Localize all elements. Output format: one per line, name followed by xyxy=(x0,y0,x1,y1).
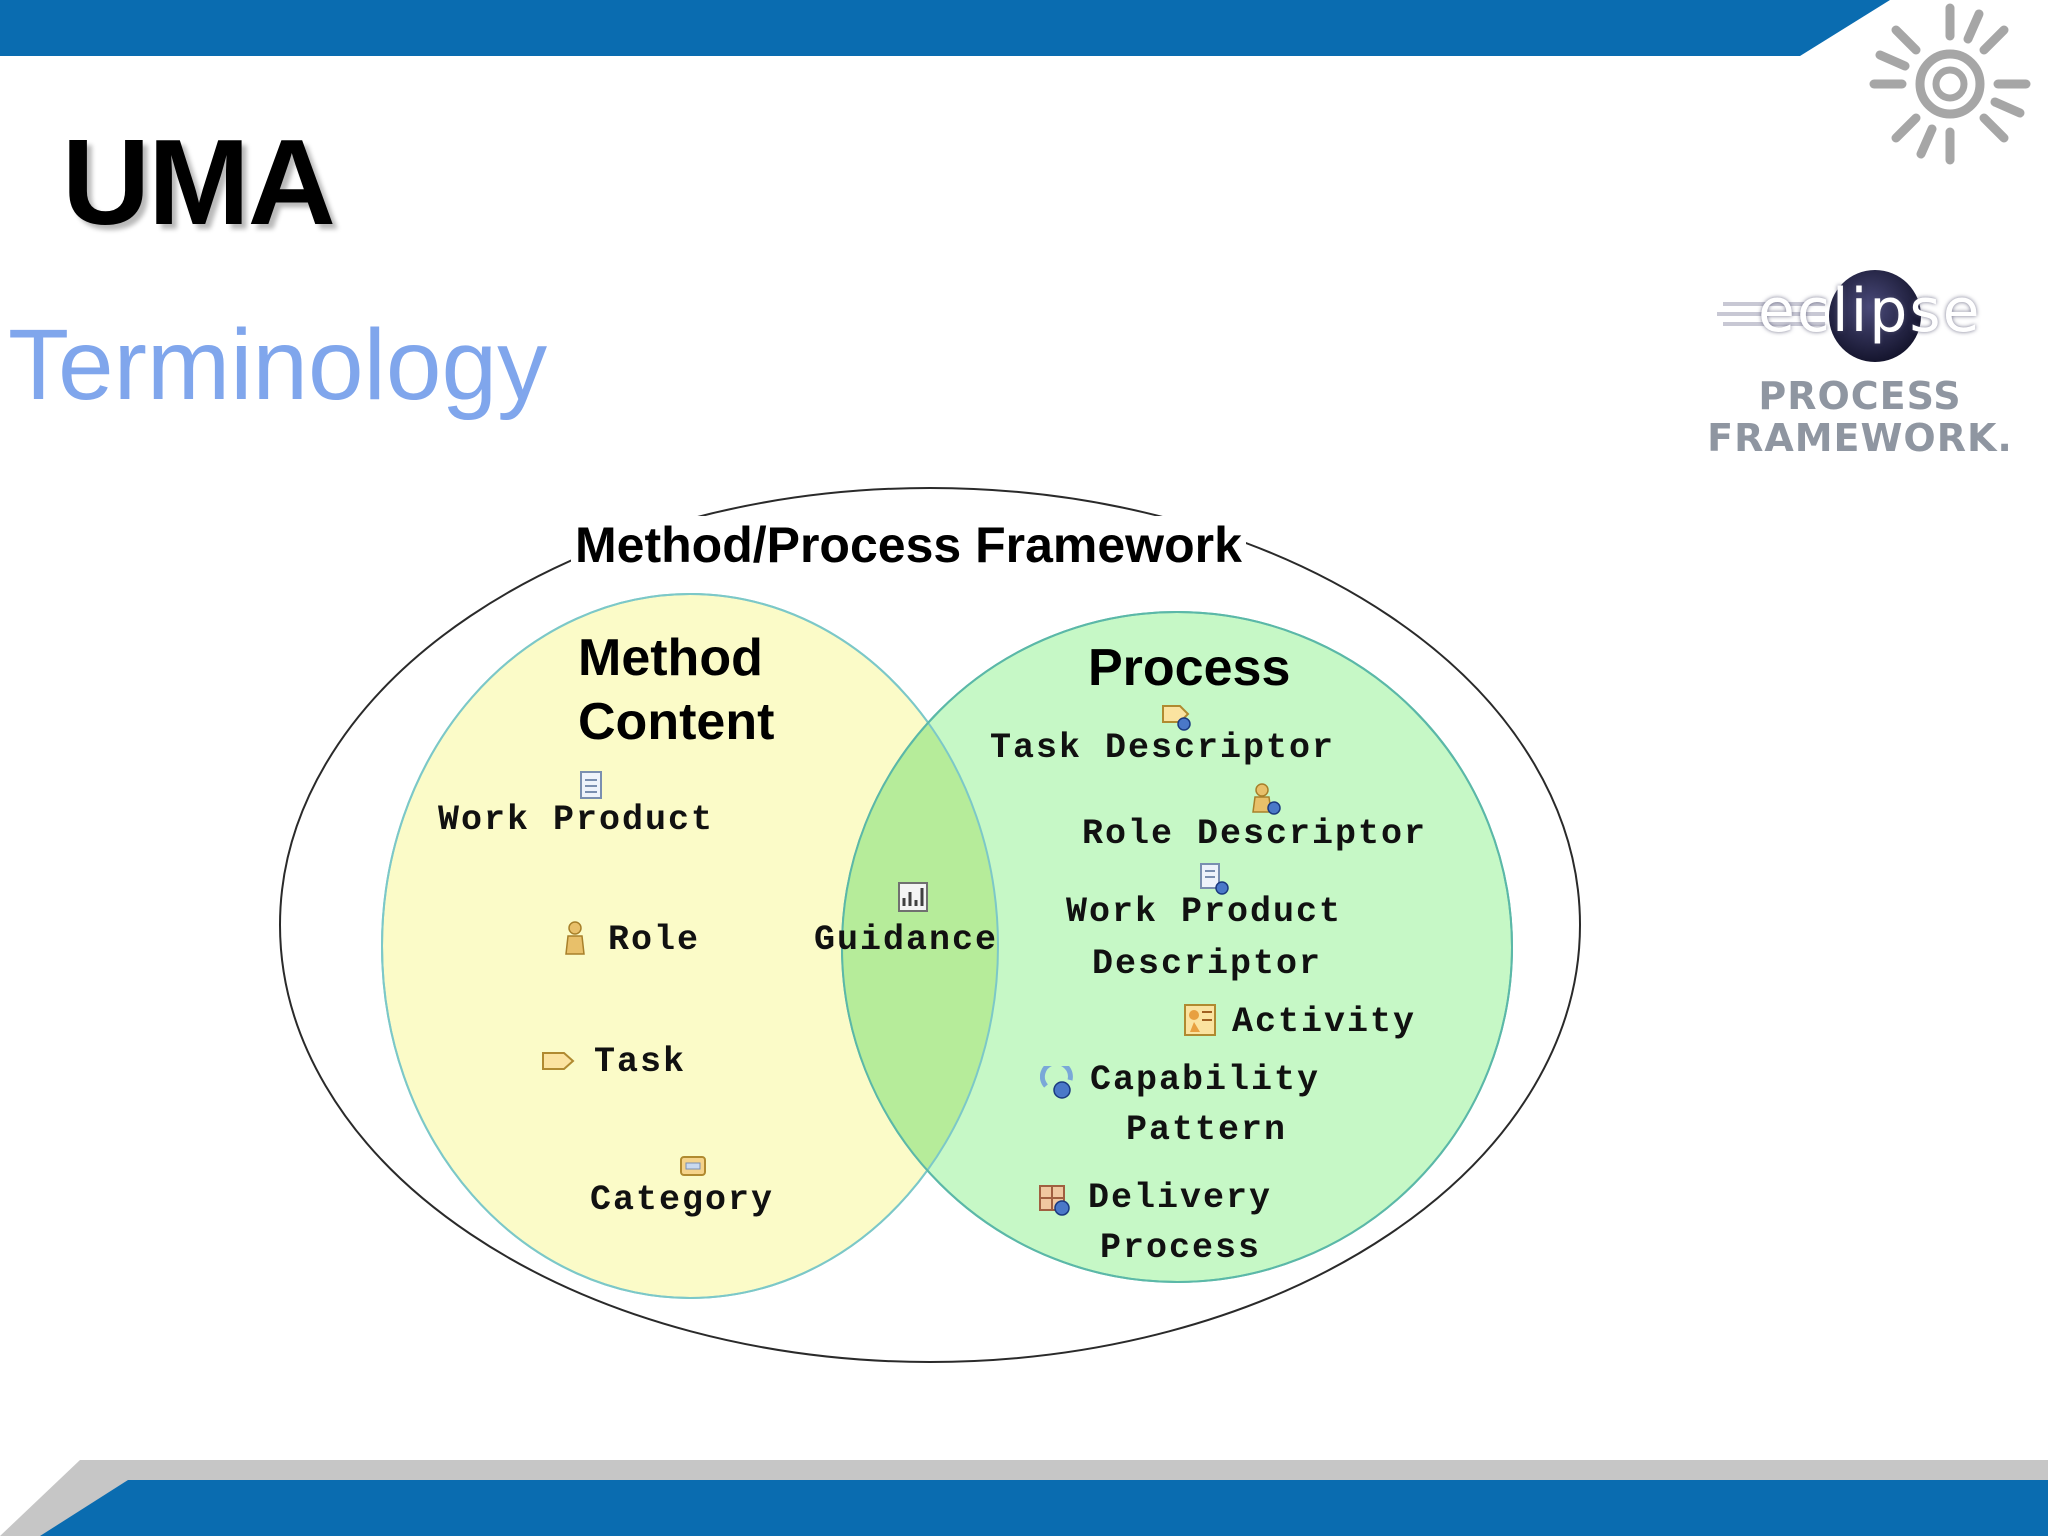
capability-pattern-label-line1: Capability xyxy=(1090,1060,1321,1100)
category-icon xyxy=(680,1156,706,1176)
delivery-process-icon xyxy=(1039,1185,1070,1216)
activity-label: Activity xyxy=(1232,1002,1417,1042)
activity-icon xyxy=(1184,1004,1216,1036)
eclipse-logo-icon xyxy=(1717,270,1921,362)
task-descriptor-label: Task Descriptor xyxy=(990,728,1336,768)
sun-logo-icon xyxy=(1869,3,2031,165)
logo-framework-text: FRAMEWORK. xyxy=(1707,416,2013,460)
wp-descriptor-label-line2: Descriptor xyxy=(1092,944,1323,984)
process-heading: Process xyxy=(1088,639,1291,697)
guidance-icon xyxy=(898,882,928,912)
task-label: Task xyxy=(594,1042,687,1082)
capability-pattern-icon xyxy=(1040,1066,1073,1099)
role-label: Role xyxy=(608,920,701,960)
logo-process-text: PROCESS xyxy=(1758,374,1962,418)
work-product-label: Work Product xyxy=(438,800,715,840)
method-content-heading-line1: Method xyxy=(578,629,763,687)
role-descriptor-label: Role Descriptor xyxy=(1082,814,1428,854)
wp-descriptor-label-line1: Work Product xyxy=(1066,892,1343,932)
role-descriptor-icon xyxy=(1252,783,1281,815)
bottom-banner-blue xyxy=(40,1480,2048,1536)
slide-title: UMA xyxy=(62,114,336,250)
top-banner xyxy=(0,0,1890,56)
capability-pattern-label-line2: Pattern xyxy=(1126,1110,1288,1150)
task-descriptor-icon xyxy=(1162,705,1191,731)
wp-descriptor-icon xyxy=(1200,863,1229,895)
work-product-icon xyxy=(580,771,602,799)
framework-label: Method/Process Framework xyxy=(571,516,1246,574)
guidance-label: Guidance xyxy=(814,920,999,960)
eclipse-logo-word: eclipse xyxy=(1758,276,1982,346)
task-icon xyxy=(542,1052,575,1070)
delivery-process-label-line1: Delivery xyxy=(1088,1178,1273,1218)
role-icon xyxy=(565,921,585,955)
delivery-process-label-line2: Process xyxy=(1100,1228,1262,1268)
method-content-heading-line2: Content xyxy=(578,693,775,751)
slide-subtitle: Terminology xyxy=(8,309,548,421)
category-label: Category xyxy=(590,1180,775,1220)
